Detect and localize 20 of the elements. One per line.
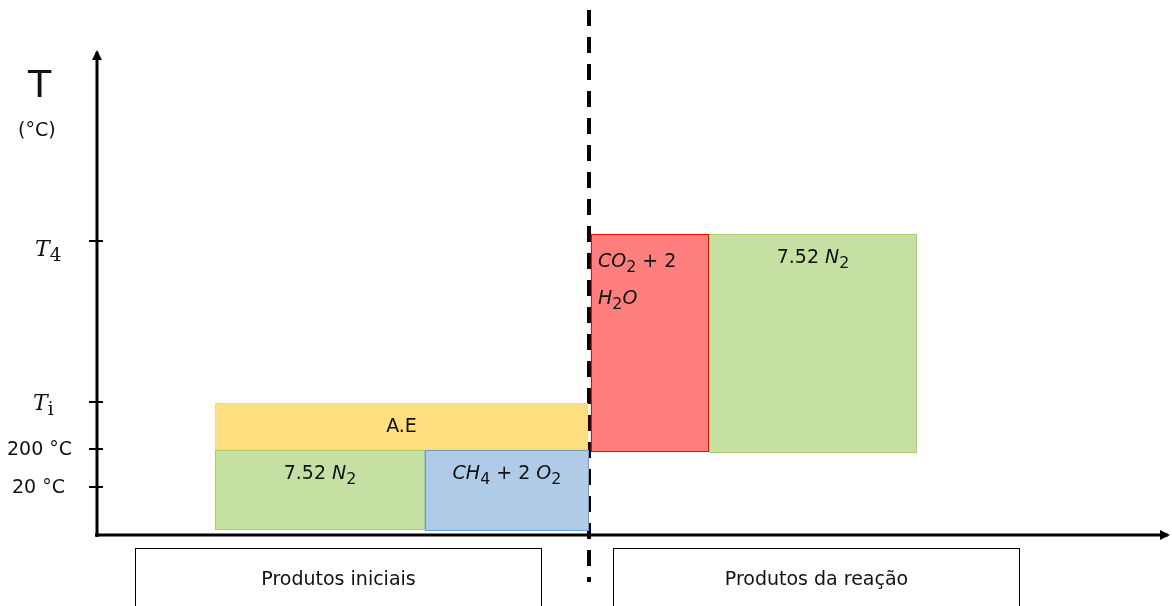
- product-block: [591, 234, 709, 452]
- block-label: 7.52 N$_{2}$: [283, 461, 357, 490]
- block-label: CH$_{4}$ + 2 O$_{2}$: [452, 461, 562, 490]
- reactant-block: [215, 450, 425, 530]
- axis-unit: (°C): [18, 118, 56, 140]
- tick-label: T$_{i}$: [33, 390, 54, 420]
- tick-label: T$_{4}$: [35, 236, 62, 266]
- block-label: Produtos iniciais: [261, 567, 416, 591]
- block-label: CO$_{2}$ + 2 H$_{2}$O: [597, 248, 678, 315]
- category-box: [613, 548, 1020, 606]
- category-box: [135, 548, 542, 606]
- block-label: Produtos da reação: [724, 567, 909, 591]
- tick-label: 20 °C: [12, 475, 65, 497]
- block-label: 7.52 N$_{2}$: [776, 245, 850, 274]
- energy-block: [215, 403, 588, 450]
- tick-label: 200 °C: [7, 437, 73, 459]
- axis-title: T: [28, 62, 52, 106]
- product-block: [709, 234, 917, 453]
- block-label: A.E: [386, 414, 417, 438]
- reactant-block: [425, 450, 589, 531]
